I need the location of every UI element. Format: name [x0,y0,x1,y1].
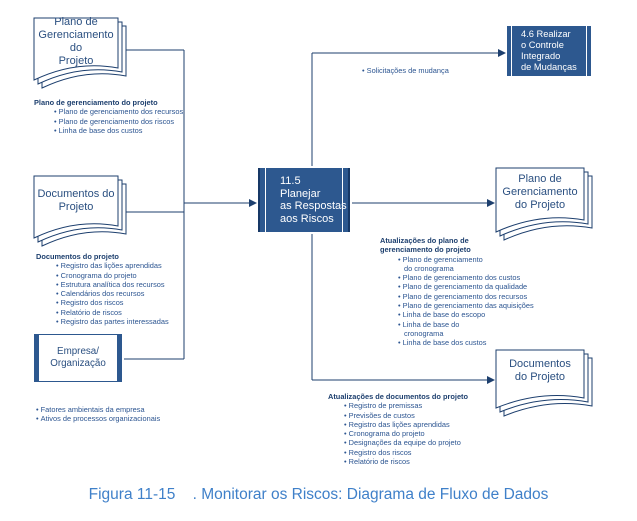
output-plan-annotation: Atualizações do plano de gerenciamento d… [380,236,534,348]
output-connectors [311,49,506,384]
annotation-item-text: do cronograma [404,263,454,273]
input-plan-document-shape [33,17,127,89]
label-line: Empresa/ [57,346,99,357]
annotation-item: Registro de premissas [344,401,468,410]
annotation-item: Plano de gerenciamento das aquisições [398,301,534,310]
integrated-change-control-box: 4.6 Realizar o Controle Integrado de Mud… [507,26,591,76]
annotation-item: Cronograma do projeto [344,429,468,438]
annotation-item: Registro das lições aprendidas [56,261,169,270]
annotation-item: Previsões de custos [344,411,468,420]
output-plan-document-label: Plano de Gerenciamento do Projeto [496,171,584,213]
annotation-item: Calendários dos recursos [56,289,169,298]
change-request-label: Solicitações de mudança [362,66,449,75]
label-line: Projeto [58,201,94,213]
annotation-item: Solicitações de mudança [362,66,449,75]
annotation-heading: Documentos do projeto [36,252,119,261]
input-docs-annotation: Documentos do projeto Registro das liçõe… [36,252,169,326]
enterprise-organization-box: Empresa/ Organização [34,334,122,382]
annotation-item-text: Plano de gerenciamento [402,254,483,264]
label-line: de Mudanças [521,62,577,72]
output-docs-document-shape [495,349,593,417]
annotation-item-text: Plano de gerenciamento da qualidade [402,282,528,292]
annotation-item-text: Linha de base dos custos [402,338,487,348]
annotation-item: Ativos de processos organizacionais [36,414,161,423]
annotation-item-text: Plano de gerenciamento das aquisições [402,301,534,311]
output-docs-document-label: Documentos do Projeto [496,352,584,390]
label-line: Gerenciamento [502,185,578,198]
annotation-item: Linha de base dos custos [54,126,183,135]
annotation-item: Relatório de riscos [56,308,169,317]
label-line: Organização [50,358,106,369]
label-line: 4.6 Realizar [521,29,571,39]
label-line: Documentos do [37,188,115,200]
annotation-item: Plano de gerenciamento da qualidade [398,282,534,291]
label-line: do Projeto [514,198,566,211]
process-number: 11.5 [280,175,301,187]
annotation-item: Registro dos riscos [344,448,468,457]
figure-caption: Figura 11-15 . Monitorar os Riscos: Diag… [88,486,549,503]
annotation-item: Relatório de riscos [344,457,468,466]
annotation-item-text: Linha de base do escopo [402,310,486,320]
process-title-line: as Respostas [280,200,347,212]
label-line: Projeto [58,55,94,67]
annotation-item: Plano de gerenciamento dos custos [398,273,534,282]
annotation-item: Designações da equipe do projeto [344,438,468,447]
annotation-item: Fatores ambientais da empresa [36,405,160,414]
annotation-item: Registro das partes interessadas [56,317,169,326]
label-line: Documentos [509,358,571,370]
annotation-heading: gerenciamento do projeto [380,245,471,255]
process-title-line: Planejar [280,187,321,200]
output-docs-annotation: Atualizações de documentos do projeto Re… [328,392,468,466]
annotation-item-text: Plano de gerenciamento dos custos [402,273,521,283]
output-plan-document-shape [495,167,593,241]
annotation-item: Linha de base do escopo [398,310,534,319]
input-connectors [124,49,257,360]
annotation-item: Linha de base dos custos [398,338,534,347]
annotation-heading: Atualizações de documentos do projeto [328,392,469,401]
annotation-item: Registro dos riscos [56,298,169,307]
input-plan-document-label: Plano de Gerenciamento do Projeto [34,16,118,67]
annotation-item-text: Plano de gerenciamento dos recursos [402,291,528,301]
label-line: o Controle [521,40,564,50]
annotation-item-text: Linha de base do [402,319,460,329]
annotation-item-text: cronograma [404,328,444,338]
annotation-item: Cronograma do projeto [56,271,169,280]
label-line: Gerenciamento do [38,29,114,54]
annotation-item: Registro das lições aprendidas [344,420,468,429]
process-box: 11.5 Planejar as Respostas aos Riscos [258,168,350,232]
annotation-item: Plano de gerenciamento dos riscos [54,117,183,126]
input-docs-document-label: Documentos do Projeto [34,182,118,220]
annotation-heading: Plano de gerenciamento do projeto [34,98,158,107]
annotation-heading: Atualizações do plano de [380,236,469,245]
enterprise-annotation: Fatores ambientais da empresa Ativos de … [36,405,161,424]
input-plan-annotation: Plano de gerenciamento do projeto Plano … [34,98,183,135]
label-line: Integrado [521,51,561,61]
annotation-item: Plano de gerenciamento dos recursos [398,292,534,301]
label-line: Plano de [518,172,562,185]
annotation-item: Estrutura analítica dos recursos [56,280,169,289]
input-docs-document-shape [33,175,127,247]
label-line: Plano de [54,16,98,28]
process-title-line: aos Riscos [280,212,334,225]
label-line: do Projeto [514,371,566,383]
annotation-item: Plano de gerenciamento dos recursos [54,107,183,116]
